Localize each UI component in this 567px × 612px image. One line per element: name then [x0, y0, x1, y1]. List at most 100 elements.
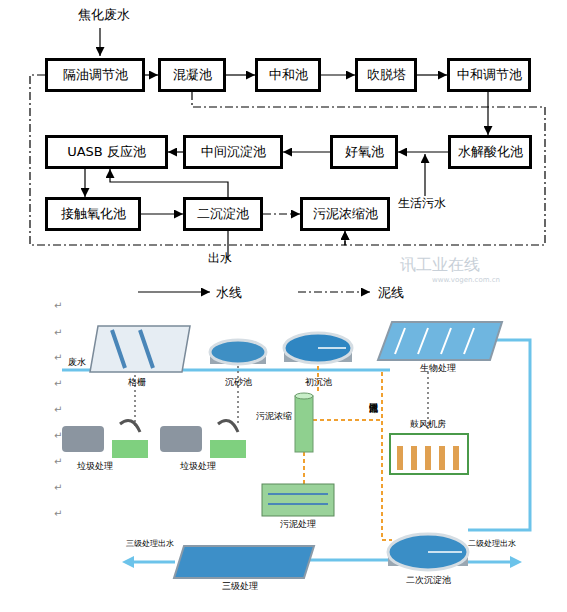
- paragraph-mark: ↵: [54, 508, 62, 519]
- box-label: 接触氧化池: [61, 205, 126, 223]
- blower: [400, 446, 456, 470]
- secondary-clarifier: [388, 534, 468, 570]
- paragraph-mark: ↵: [54, 327, 62, 338]
- legend-sample-line: [298, 291, 370, 292]
- watermark: 讯工业在线: [400, 256, 480, 274]
- water-pipe: [305, 559, 388, 562]
- box-label: 中和池: [269, 66, 308, 84]
- legend-text: 水线: [216, 284, 242, 302]
- part-name: 生物处理: [420, 364, 456, 374]
- garbage-chute: [218, 420, 238, 432]
- legend-sample-line: [138, 291, 210, 292]
- part-name: 鼓风机房: [410, 420, 446, 430]
- clarifier-arm: [428, 551, 462, 553]
- input-label: 生活污水: [398, 197, 446, 210]
- process-box: 好氧池: [330, 135, 398, 169]
- water-connector: [283, 151, 330, 152]
- part-name: 二次沉淀池: [406, 576, 451, 586]
- inflow-arrow: [99, 28, 100, 56]
- legend-text: 泥线: [378, 284, 404, 302]
- outflow-line: [227, 231, 228, 260]
- process-box: 水解酸化池: [448, 135, 532, 169]
- paragraph-mark: ↵: [54, 404, 62, 415]
- screen-bar: [112, 330, 153, 368]
- water-connector: [398, 151, 448, 152]
- clarifier-arm: [318, 347, 346, 349]
- paragraph-mark: ↵: [54, 352, 62, 363]
- sludge-connector: [263, 213, 300, 214]
- press-belt: [268, 494, 328, 504]
- sludge-press: [262, 484, 334, 516]
- process-box: 中和调节池: [447, 58, 531, 92]
- garbage-machine: [62, 426, 104, 452]
- part-name: 沉砂池: [225, 378, 252, 388]
- part-name: 三级处理: [222, 582, 258, 592]
- blower-house: [390, 434, 468, 474]
- water-connector: [145, 74, 158, 75]
- outflow-arrow: [510, 556, 522, 568]
- water-connector: [487, 92, 488, 135]
- paragraph-mark: ↵: [54, 430, 62, 441]
- box-label: 混凝池: [173, 66, 212, 84]
- screen-frame: [90, 326, 190, 372]
- part-name: 污泥处理: [280, 520, 316, 530]
- water-pipe: [468, 340, 530, 530]
- thickener-top: [295, 393, 313, 399]
- tertiary-tank: [174, 546, 314, 578]
- sludge-connector: [30, 75, 345, 245]
- water-pipe: [468, 561, 512, 564]
- part-name: 垃圾处理: [77, 462, 113, 472]
- box-label: 中和调节池: [457, 66, 522, 84]
- garbage-bin: [210, 440, 246, 458]
- process-box: 污泥浓缩池: [300, 197, 390, 231]
- grit-tank: [210, 340, 266, 364]
- input-label: 焦化废水: [78, 8, 130, 22]
- part-name: 格栅: [128, 378, 146, 388]
- water-pipe: [132, 561, 175, 564]
- box-label: 隔油调节池: [63, 66, 128, 84]
- outflow-arrow: [122, 556, 134, 568]
- dotted-link: [135, 366, 428, 432]
- garbage-machine: [160, 426, 202, 452]
- garbage-chute: [120, 420, 140, 432]
- process-box: UASB 反应池: [45, 135, 168, 169]
- process-box: 混凝池: [158, 58, 226, 92]
- process-box: 中间沉淀池: [183, 135, 283, 169]
- box-label: 污泥浓缩池: [313, 205, 378, 223]
- process-box: 中和池: [255, 58, 321, 92]
- garbage-bin: [112, 440, 148, 458]
- process-box: 二沉淀池: [183, 197, 263, 231]
- box-label: 吹脱塔: [367, 66, 406, 84]
- part-name: 废水: [68, 358, 86, 368]
- paragraph-mark: ↵: [54, 482, 62, 493]
- water-connector: [84, 169, 85, 197]
- box-label: 中间沉淀池: [201, 143, 266, 161]
- edge-group: [30, 75, 545, 245]
- process-box: 吹脱塔: [355, 58, 417, 92]
- process-box: 接触氧化池: [45, 197, 141, 231]
- bio-tank: [378, 322, 502, 360]
- primary-clarifier: [284, 333, 352, 363]
- part-name: 垃圾处理: [180, 462, 216, 472]
- water-connector: [110, 169, 228, 197]
- box-label: 二沉淀池: [197, 205, 249, 223]
- water-connector: [226, 74, 255, 75]
- box-label: 水解酸化池: [458, 143, 523, 161]
- part-name: 二级处理出水: [468, 540, 516, 549]
- water-connector: [141, 213, 183, 214]
- box-label: UASB 反应池: [67, 143, 146, 161]
- water-connector: [321, 74, 355, 75]
- sludge-connector: [192, 92, 545, 245]
- paragraph-mark: ↵: [54, 456, 62, 467]
- inflow-arrow: [424, 154, 425, 196]
- output-label: 出水: [208, 252, 232, 265]
- thickener: [295, 396, 313, 452]
- part-name: 污泥浓缩: [256, 412, 292, 422]
- paragraph-mark: ↵: [54, 300, 62, 311]
- paragraph-mark: ↵: [54, 378, 62, 389]
- part-name: 初沉池: [305, 378, 332, 388]
